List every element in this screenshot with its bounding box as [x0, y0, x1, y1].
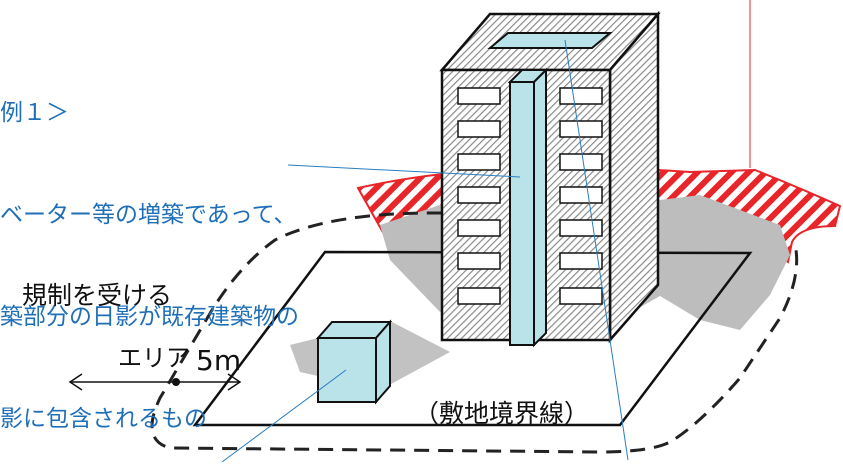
regulated-area-boundary: [150, 211, 799, 454]
caption-line-3: 築部分の日影が既存建築物の: [0, 304, 299, 330]
elevator-shaft-side: [533, 67, 547, 348]
building-side: [608, 10, 660, 344]
elevator-shaft-front: [509, 81, 535, 346]
regulated-area-label: 規制を受ける: [22, 281, 173, 310]
distance-arrow: [68, 373, 242, 391]
site-boundary-label: （敷地境界線）: [414, 399, 590, 428]
leader-lines: [221, 39, 629, 462]
caption-line-4: 影に包含されるもの: [0, 406, 207, 432]
caption-line-2: ベーター等の増築であって、: [0, 202, 297, 228]
regulated-area-label-2: エリア: [118, 344, 190, 372]
windows-left: [457, 87, 501, 305]
windows-right: [559, 87, 603, 305]
roof-skylight: [487, 32, 613, 49]
example-caption: 例１＞ ベーター等の増築であって、 築部分の日影が既存建築物の 影に包含されるも…: [0, 28, 299, 470]
distance-label: 5m: [196, 344, 242, 377]
boundary-point-marker: [172, 378, 180, 386]
caption-line-1: 例１＞: [0, 100, 69, 126]
small-cube-front: [317, 337, 377, 403]
